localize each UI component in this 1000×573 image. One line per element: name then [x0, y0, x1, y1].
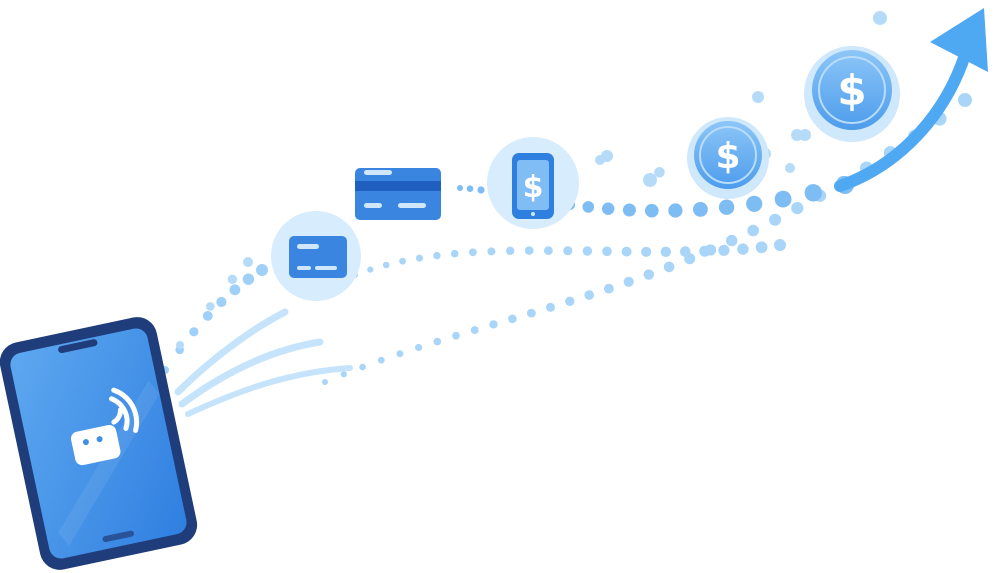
- trail-dot: [774, 239, 786, 251]
- dollar-coin-icon: $: [804, 46, 900, 142]
- trail-dot: [604, 283, 614, 294]
- trail-dot: [769, 213, 782, 226]
- trail-dot: [256, 264, 268, 276]
- trail-dot: [527, 308, 536, 318]
- trail-dot: [565, 296, 575, 306]
- trail-dot: [584, 290, 594, 300]
- trail-dot: [791, 202, 804, 215]
- trail-dot: [718, 244, 730, 256]
- credit-card-icon: [355, 168, 441, 220]
- trail-dot: [726, 234, 738, 247]
- trail-dot: [508, 314, 517, 324]
- trail-dot: [206, 302, 215, 311]
- svg-text:$: $: [715, 136, 740, 177]
- trail-dot: [227, 274, 238, 284]
- trail-dot: [416, 254, 423, 262]
- trail-dot: [322, 379, 328, 385]
- trail-dot: [242, 273, 255, 285]
- credit-card-circle: [271, 211, 361, 301]
- trail-dot: [470, 326, 479, 335]
- trail-dot: [958, 93, 972, 107]
- trail-dot: [506, 246, 515, 255]
- trail-dot: [487, 247, 496, 256]
- trail-dot: [396, 350, 404, 358]
- trail-dot: [737, 243, 749, 255]
- smartphone-icon: [0, 317, 198, 570]
- trail-dot: [546, 302, 555, 312]
- credit-card-icon: [289, 236, 347, 278]
- trail-dot: [359, 363, 366, 371]
- dollar-coin-icon: $: [687, 117, 769, 199]
- trail-dot: [582, 201, 595, 213]
- floating-dot: [785, 163, 795, 173]
- trail-dot: [622, 203, 636, 217]
- trail-dot: [774, 190, 792, 208]
- speed-streaks: [174, 308, 353, 417]
- trail-dot: [452, 331, 460, 340]
- svg-text:$: $: [523, 170, 544, 205]
- trail-dot: [457, 185, 463, 191]
- trail-dot: [693, 202, 708, 217]
- trail-dot: [660, 246, 671, 257]
- trail-dot: [684, 253, 696, 265]
- floating-dot: [791, 129, 803, 141]
- trail-dot: [243, 257, 253, 267]
- trail-dot: [804, 184, 822, 202]
- trail-dot: [641, 246, 652, 257]
- trail-dot: [654, 167, 665, 178]
- trail-dot: [466, 185, 474, 192]
- trail-dot: [377, 356, 385, 364]
- trail-dot: [399, 257, 406, 265]
- trail-dot: [216, 296, 227, 308]
- trail-dot: [582, 246, 593, 256]
- trail-dot: [602, 246, 612, 257]
- trail-dot: [340, 371, 347, 378]
- trail-dot: [755, 241, 768, 254]
- mobile-payment-circle: $: [487, 137, 579, 229]
- growth-arrow-icon: [834, 8, 988, 192]
- trail-dot: [663, 261, 675, 273]
- trail-dot: [718, 199, 735, 215]
- trail-dot: [477, 186, 485, 194]
- floating-dot: [873, 11, 887, 25]
- trail-dot: [602, 202, 615, 215]
- trail-dot: [621, 246, 632, 257]
- trail-dot: [747, 224, 759, 237]
- trail-dot: [524, 246, 534, 255]
- trail-dot: [623, 276, 634, 287]
- trail-dot: [668, 203, 683, 218]
- trail-dot: [544, 246, 553, 256]
- mobile-payment-icon: $: [512, 153, 554, 219]
- trail-dot: [176, 341, 184, 349]
- trail-dot: [367, 266, 374, 273]
- trail-dot: [643, 269, 654, 280]
- floating-dot: [601, 150, 613, 162]
- contactless-wallet-icon: [71, 387, 140, 466]
- trail-dot: [704, 244, 717, 256]
- trail-dot: [189, 327, 199, 337]
- trail-dot: [433, 251, 441, 260]
- trail-dot: [382, 261, 390, 269]
- floating-dot: [643, 173, 657, 187]
- svg-text:$: $: [837, 66, 866, 115]
- trail-dot: [433, 337, 442, 346]
- trail-dot: [450, 249, 459, 258]
- trail-dot: [563, 246, 573, 256]
- floating-dot: [752, 91, 764, 103]
- trail-dot: [489, 320, 498, 329]
- trail-dot: [415, 343, 423, 352]
- trail-dot: [746, 195, 763, 212]
- trail-dot: [229, 284, 241, 296]
- trail-dot: [202, 311, 213, 321]
- trail-dot: [645, 203, 659, 218]
- trail-dot: [469, 248, 477, 257]
